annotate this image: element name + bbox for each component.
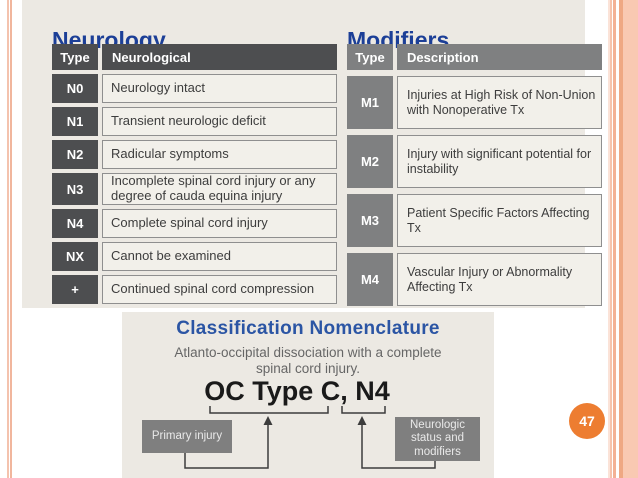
page-number-badge: 47 xyxy=(569,403,605,439)
row-desc: Radicular symptoms xyxy=(102,140,337,169)
table-row: N2 Radicular symptoms xyxy=(52,140,337,169)
row-type: NX xyxy=(52,242,98,271)
row-type: N1 xyxy=(52,107,98,136)
modifiers-header-desc: Description xyxy=(397,44,602,70)
row-type: M4 xyxy=(347,253,393,306)
left-edge-stripe xyxy=(10,0,12,478)
neurology-header-row: Type Neurological xyxy=(52,44,337,70)
row-desc: Injuries at High Risk of Non-Union with … xyxy=(397,76,602,129)
right-edge-stripe xyxy=(610,0,612,478)
right-edge-stripe xyxy=(623,0,638,478)
table-row: N4 Complete spinal cord injury xyxy=(52,209,337,238)
table-row: M1 Injuries at High Risk of Non-Union wi… xyxy=(347,76,602,129)
nomenclature-code: OC Type C, N4 xyxy=(204,376,390,406)
row-desc: Complete spinal cord injury xyxy=(102,209,337,238)
neurologic-status-label-box: Neurologic status and modifiers xyxy=(395,417,480,461)
primary-injury-label-box: Primary injury xyxy=(142,420,232,453)
table-row: M2 Injury with significant potential for… xyxy=(347,135,602,188)
table-row: M3 Patient Specific Factors Affecting Tx xyxy=(347,194,602,247)
nomenclature-title: Classification Nomenclature xyxy=(176,318,440,339)
row-type: M2 xyxy=(347,135,393,188)
row-desc: Injury with significant potential for in… xyxy=(397,135,602,188)
nomenclature-panel: Classification Nomenclature Atlanto-occi… xyxy=(122,312,494,478)
modifiers-table: Type Description M1 Injuries at High Ris… xyxy=(347,44,602,306)
row-type: M1 xyxy=(347,76,393,129)
left-edge-stripe xyxy=(7,0,9,478)
table-row: N3 Incomplete spinal cord injury or any … xyxy=(52,173,337,205)
right-edge-stripe xyxy=(613,0,616,478)
neurology-table: Type Neurological N0 Neurology intact N1… xyxy=(52,44,337,304)
row-type: N4 xyxy=(52,209,98,238)
neurology-header-desc: Neurological xyxy=(102,44,337,70)
right-edge-stripe xyxy=(608,0,610,478)
row-desc: Vascular Injury or Abnormality Affecting… xyxy=(397,253,602,306)
table-row: N1 Transient neurologic deficit xyxy=(52,107,337,136)
row-desc: Incomplete spinal cord injury or any deg… xyxy=(102,173,337,205)
table-row: + Continued spinal cord compression xyxy=(52,275,337,304)
nomenclature-connector-lines xyxy=(184,406,436,469)
tables-panel: Neurology Type Neurological N0 Neurology… xyxy=(22,0,602,308)
modifiers-header-row: Type Description xyxy=(347,44,602,70)
row-desc: Patient Specific Factors Affecting Tx xyxy=(397,194,602,247)
row-type: N0 xyxy=(52,74,98,103)
row-desc: Transient neurologic deficit xyxy=(102,107,337,136)
row-type: N3 xyxy=(52,173,98,205)
row-type: + xyxy=(52,275,98,304)
row-type: M3 xyxy=(347,194,393,247)
row-desc: Continued spinal cord compression xyxy=(102,275,337,304)
row-desc: Cannot be examined xyxy=(102,242,337,271)
neurology-header-type: Type xyxy=(52,44,98,70)
nomenclature-subtitle: Atlanto-occipital dissociation with a co… xyxy=(174,345,442,376)
table-row: M4 Vascular Injury or Abnormality Affect… xyxy=(347,253,602,306)
row-desc: Neurology intact xyxy=(102,74,337,103)
row-type: N2 xyxy=(52,140,98,169)
table-row: NX Cannot be examined xyxy=(52,242,337,271)
right-edge-stripe xyxy=(619,0,623,478)
modifiers-header-type: Type xyxy=(347,44,393,70)
table-row: N0 Neurology intact xyxy=(52,74,337,103)
